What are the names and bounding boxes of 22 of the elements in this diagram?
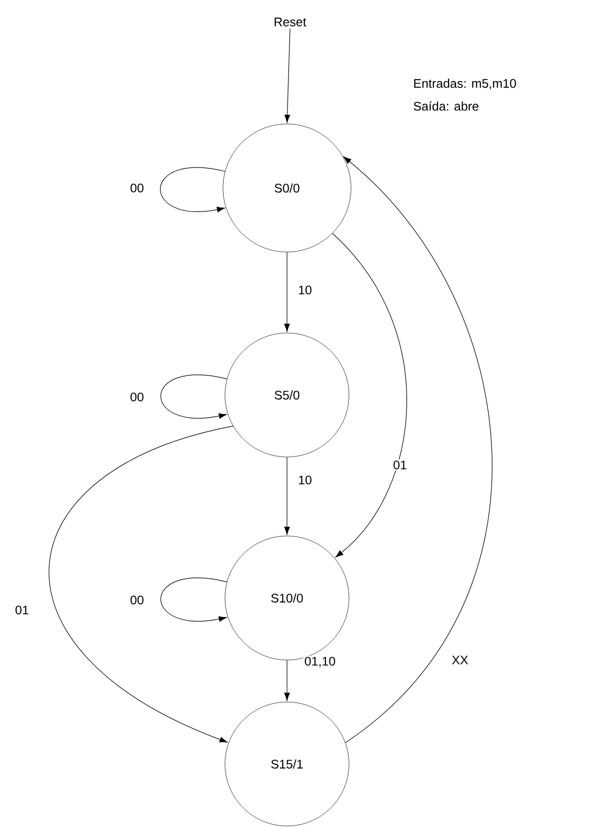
arrow — [160, 374, 228, 419]
arrow — [160, 168, 226, 212]
arrow — [48, 426, 234, 743]
edge-label: 01 — [14, 604, 30, 616]
edge-label: 01 — [392, 460, 408, 470]
arrow — [160, 578, 228, 622]
edge-label: XX — [450, 654, 470, 666]
edge-label: 01,10 — [303, 656, 337, 668]
edge-label: 00 — [129, 594, 145, 606]
arrow — [284, 456, 290, 535]
input-label: Reset — [274, 18, 306, 26]
note-text: Saída: abre — [414, 101, 478, 111]
edge-label: 10 — [297, 284, 313, 296]
arrow — [284, 252, 290, 332]
note-text: Entradas: m5,m10 — [414, 78, 516, 90]
arrow — [343, 156, 492, 744]
arrow — [284, 28, 290, 123]
edge-label: 00 — [129, 182, 145, 194]
edge-label: 10 — [297, 474, 313, 486]
arrow — [284, 660, 290, 701]
edge-label: 00 — [129, 392, 145, 402]
arrow — [332, 233, 408, 558]
